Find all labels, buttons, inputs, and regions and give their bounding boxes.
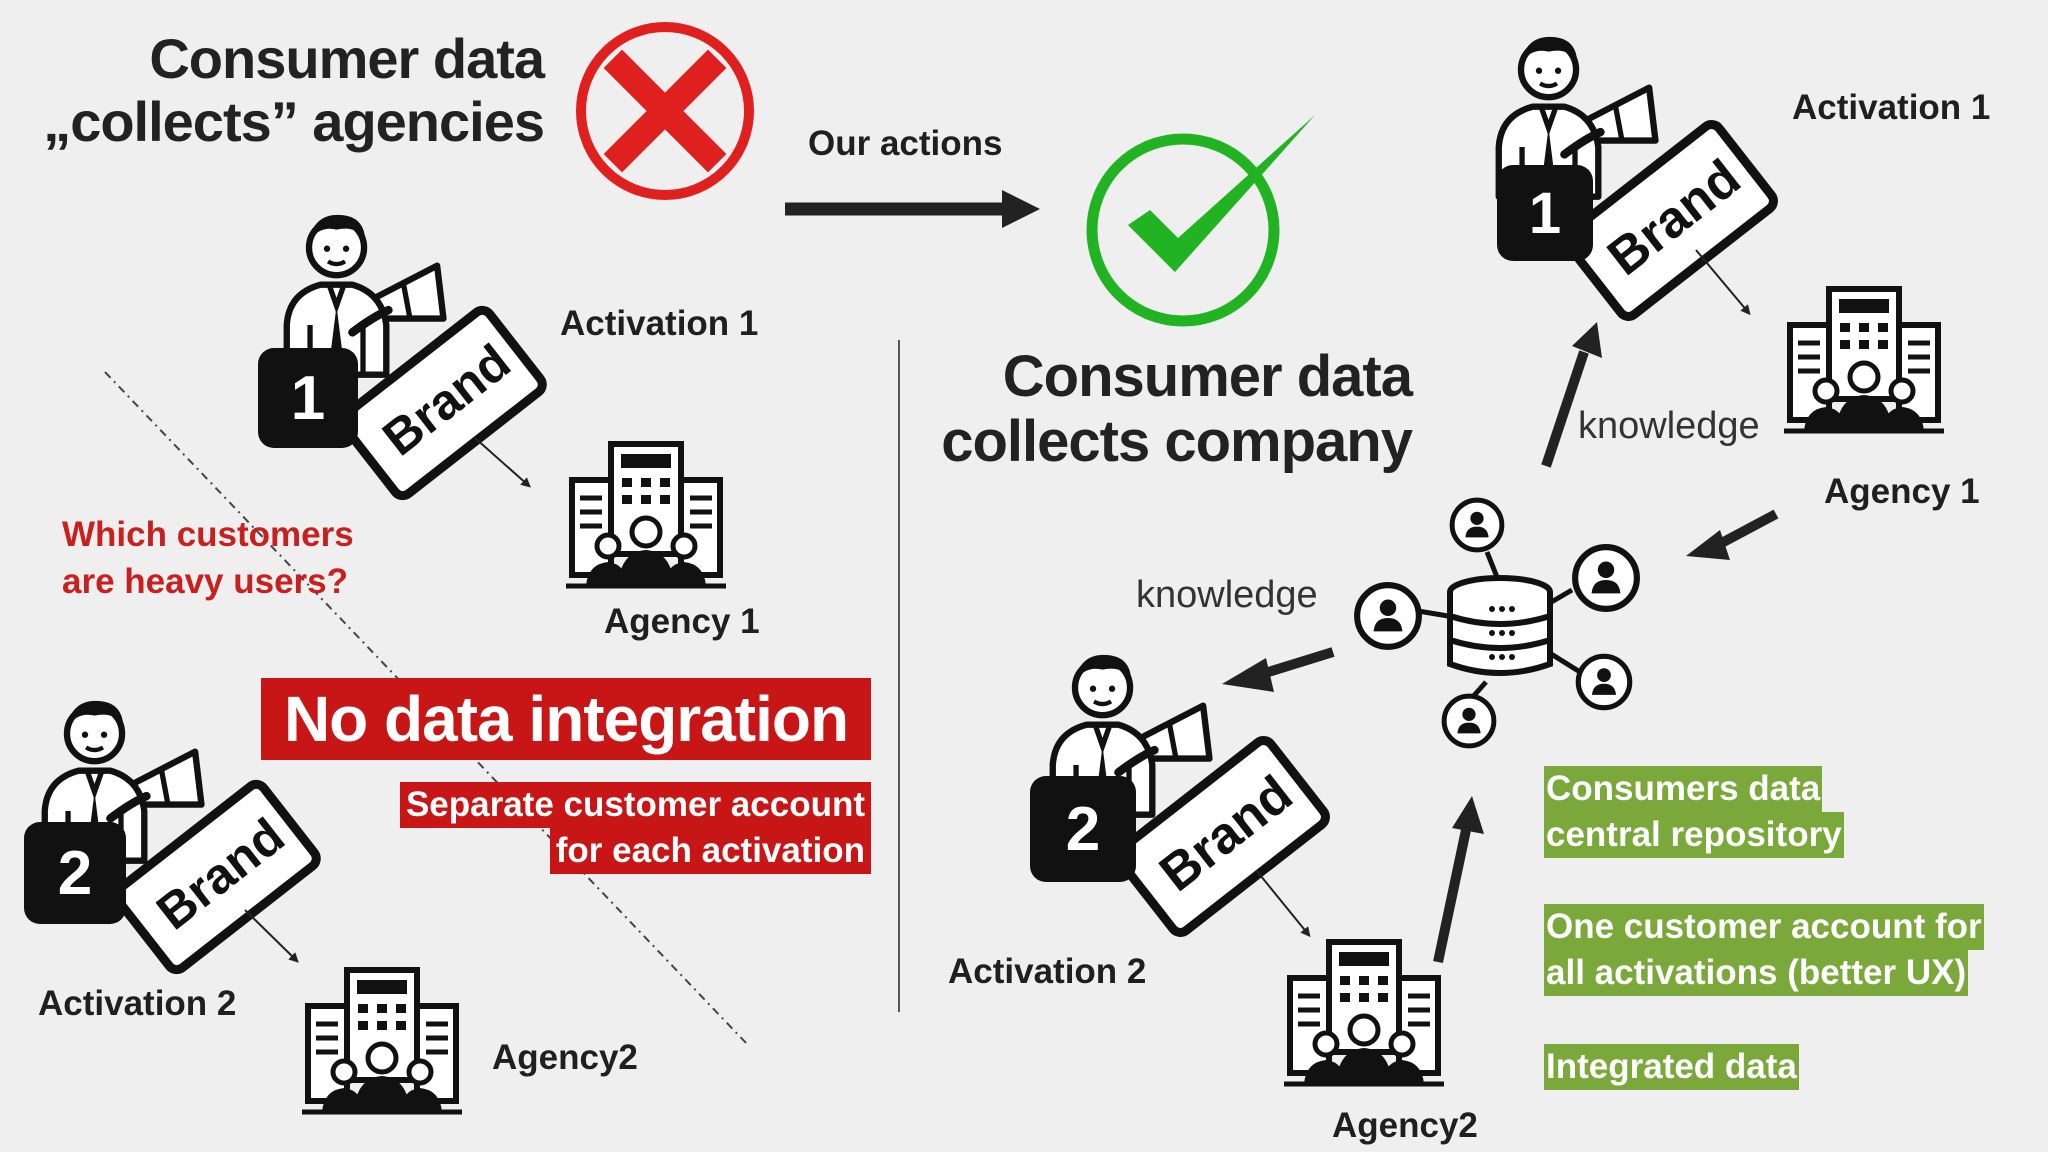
right-title-line-1: Consumer data [1002, 344, 1413, 409]
right-badge-1-text: 1 [1528, 180, 1562, 246]
separate-line-1: Separate customer account [399, 782, 871, 828]
left-title: Consumer data „collects” agencies [24, 27, 545, 153]
left-badge-2: 2 [24, 822, 126, 924]
database-hub-icon [1352, 492, 1652, 762]
red-x-icon [576, 22, 754, 200]
green-check-icon [1086, 115, 1315, 327]
separate-line-2: for each activation [549, 828, 871, 874]
right-agency2-label: Agency2 [1332, 1106, 1478, 1145]
right-agency1-label: Agency 1 [1824, 472, 1980, 511]
right-badge-2-text: 2 [1065, 794, 1101, 864]
right-badge-1: 1 [1497, 165, 1593, 261]
right-title-line-2: collects company [941, 408, 1413, 474]
right-badge-2: 2 [1030, 776, 1136, 882]
benefit-2-line-1: One customer account for [1544, 904, 1984, 950]
no-data-integration-text: No data integration [283, 683, 849, 755]
separate-accounts-note: Separate customer account for each activ… [380, 782, 871, 874]
benefit-one-account: One customer account for all activations… [1544, 904, 1984, 996]
right-activation1-label: Activation 1 [1792, 88, 1991, 127]
benefit-central-repository: Consumers data central repository [1544, 766, 1844, 858]
benefit-3-line-1: Integrated data [1544, 1044, 1799, 1090]
question-line-1: Which customers [62, 515, 354, 554]
left-title-line-1: Consumer data [149, 27, 545, 90]
left-badge-1: 1 [258, 348, 358, 448]
left-activation2-label: Activation 2 [38, 984, 237, 1023]
benefit-2-line-2: all activations (better UX) [1544, 950, 1969, 996]
left-agency1-label: Agency 1 [604, 602, 760, 641]
left-activation1-label: Activation 1 [560, 304, 759, 343]
center-divider [898, 340, 900, 1012]
left-agency2-label: Agency2 [492, 1038, 638, 1077]
right-agency2-building-icon [1284, 938, 1444, 1088]
right-title: Consumer data collects company [900, 344, 1413, 475]
benefit-1-line-2: central repository [1544, 812, 1844, 858]
left-title-line-2: „collects” agencies [43, 89, 545, 153]
left-badge-2-text: 2 [57, 838, 93, 908]
question-line-2: are heavy users? [62, 561, 349, 601]
heavy-users-question: Which customers are heavy users? [62, 512, 354, 605]
knowledge-left-label: knowledge [1136, 574, 1318, 616]
benefit-1-line-1: Consumers data [1544, 766, 1823, 812]
knowledge-top-label: knowledge [1578, 405, 1760, 447]
benefit-integrated-data: Integrated data [1544, 1044, 1799, 1090]
no-data-integration-banner: No data integration [261, 678, 871, 760]
our-actions-label: Our actions [808, 124, 1003, 163]
right-activation2-label: Activation 2 [948, 952, 1147, 991]
left-badge-1-text: 1 [290, 363, 326, 433]
